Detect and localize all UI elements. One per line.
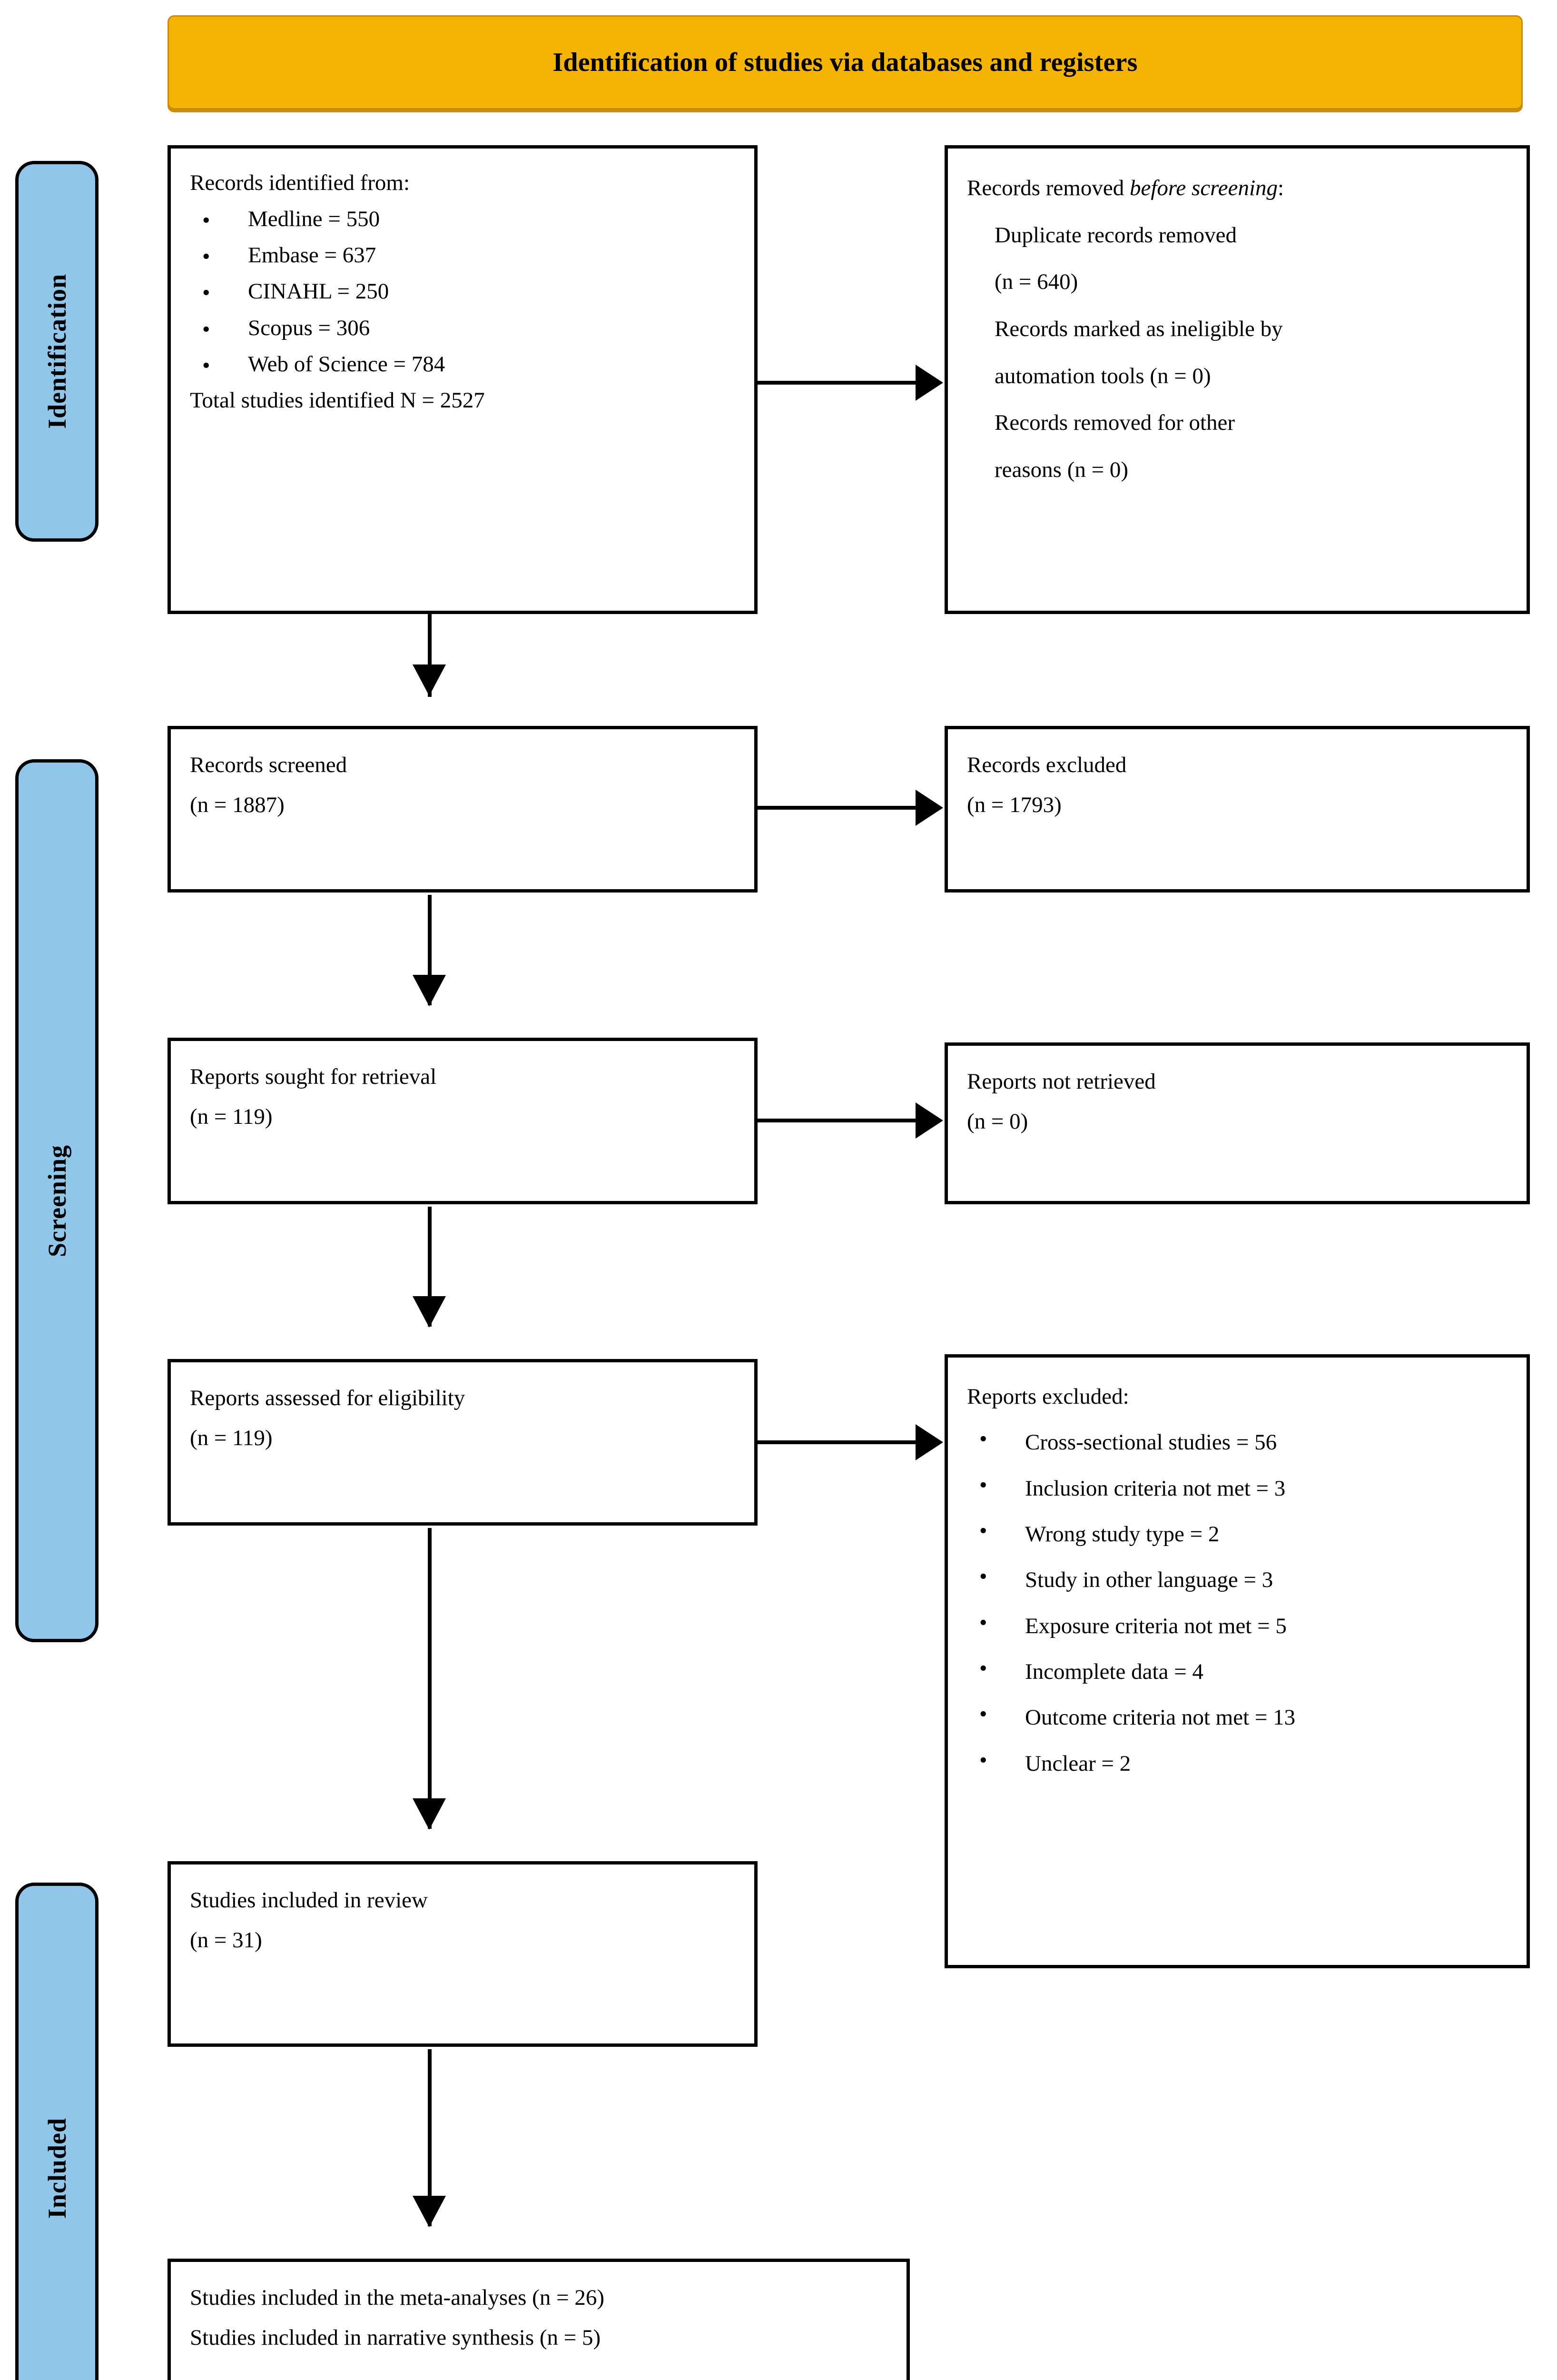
list-item: Medline = 550 <box>202 201 735 241</box>
studies-included-meta-analyses: Studies included in the meta-analyses (n… <box>190 2285 604 2310</box>
reports-sought-label: Reports sought for retrieval <box>190 1064 437 1089</box>
list-item: Duplicate records removed <box>995 222 1237 248</box>
records-identified-heading: Records identified from: <box>190 170 410 195</box>
records-excluded-label: Records excluded <box>967 753 1127 777</box>
list-item: CINAHL = 250 <box>202 273 735 313</box>
records-removed-heading-prefix: Records removed <box>967 176 1130 200</box>
box-records-excluded: Records excluded (n = 1793) <box>945 726 1530 892</box>
arrowhead-down-icon <box>413 1296 446 1328</box>
box-studies-included-in-syntheses: Studies included in the meta-analyses (n… <box>168 2259 910 2380</box>
connector-identified-to-removed <box>757 381 916 385</box>
records-removed-lines: Duplicate records removed (n = 640) Reco… <box>967 212 1508 494</box>
phase-label-included: Included <box>42 2117 71 2219</box>
records-identified-total: Total studies identified N = 2527 <box>190 387 485 413</box>
phase-label-screening: Screening <box>42 1144 71 1257</box>
connector-screened-to-sought <box>428 895 432 1005</box>
connector-identified-to-screened <box>428 614 432 697</box>
records-removed-heading-italic: before screening <box>1129 176 1278 200</box>
reports-excluded-heading: Reports excluded: <box>967 1384 1129 1409</box>
connector-screened-to-excluded <box>757 806 916 810</box>
diagram-banner: Identification of studies via databases … <box>168 15 1523 109</box>
banner-title: Identification of studies via databases … <box>552 48 1138 77</box>
list-item: Study in other language = 3 <box>979 1557 1508 1603</box>
connector-assessed-to-reports-excluded <box>757 1440 916 1444</box>
records-screened-count: (n = 1887) <box>190 792 285 817</box>
reports-not-retrieved-label: Reports not retrieved <box>967 1069 1156 1094</box>
reports-sought-count: (n = 119) <box>190 1104 273 1129</box>
list-item: (n = 640) <box>995 269 1078 295</box>
records-removed-heading-suffix: : <box>1278 176 1284 200</box>
arrowhead-down-icon <box>413 2196 446 2227</box>
phase-rail-identification: Identification <box>15 161 99 542</box>
arrowhead-down-icon <box>413 975 446 1006</box>
box-records-screened: Records screened (n = 1887) <box>168 726 758 892</box>
list-item: Records removed for other <box>995 410 1235 436</box>
reports-assessed-count: (n = 119) <box>190 1425 273 1450</box>
arrowhead-right-icon <box>916 790 943 826</box>
phase-rail-screening: Screening <box>15 759 99 1642</box>
list-item: Incomplete data = 4 <box>979 1649 1508 1695</box>
arrowhead-down-icon <box>413 664 446 696</box>
arrowhead-right-icon <box>916 365 943 401</box>
records-identified-source-list: Medline = 550 Embase = 637 CINAHL = 250 … <box>190 201 735 386</box>
reports-not-retrieved-count: (n = 0) <box>967 1109 1028 1134</box>
connector-sought-to-assessed <box>428 1207 432 1327</box>
list-item: Exposure criteria not met = 5 <box>979 1603 1508 1649</box>
connector-included-review-to-syntheses <box>428 2049 432 2226</box>
studies-included-review-label: Studies included in review <box>190 1888 428 1913</box>
list-item: Embase = 637 <box>202 237 735 277</box>
list-item: Scopus = 306 <box>202 310 735 350</box>
list-item: Wrong study type = 2 <box>979 1511 1508 1557</box>
box-reports-not-retrieved: Reports not retrieved (n = 0) <box>945 1042 1530 1204</box>
box-studies-included-in-review: Studies included in review (n = 31) <box>168 1861 758 2047</box>
box-reports-excluded: Reports excluded: Cross-sectional studie… <box>945 1354 1530 1968</box>
records-excluded-count: (n = 1793) <box>967 792 1062 817</box>
box-reports-assessed-for-eligibility: Reports assessed for eligibility (n = 11… <box>168 1359 758 1526</box>
box-reports-sought-for-retrieval: Reports sought for retrieval (n = 119) <box>168 1038 758 1204</box>
reports-excluded-reason-list: Cross-sectional studies = 56 Inclusion c… <box>967 1419 1508 1786</box>
list-item: Web of Science = 784 <box>202 346 735 386</box>
connector-sought-to-not-retrieved <box>757 1119 916 1122</box>
arrowhead-down-icon <box>413 1798 446 1830</box>
list-item: Records marked as ineligible by <box>995 317 1283 342</box>
list-item: automation tools (n = 0) <box>995 363 1211 388</box>
phase-rail-included: Included <box>15 1883 99 2380</box>
records-screened-label: Records screened <box>190 753 347 777</box>
arrowhead-right-icon <box>916 1102 943 1139</box>
phase-label-identification: Identification <box>42 273 71 429</box>
list-item: Inclusion criteria not met = 3 <box>979 1466 1508 1511</box>
list-item: Outcome criteria not met = 13 <box>979 1695 1508 1740</box>
connector-assessed-to-included-review <box>428 1528 432 1829</box>
list-item: Cross-sectional studies = 56 <box>979 1419 1508 1465</box>
studies-included-review-count: (n = 31) <box>190 1927 262 1953</box>
list-item: reasons (n = 0) <box>995 457 1129 483</box>
box-records-removed-before-screening: Records removed before screening: Duplic… <box>945 145 1530 614</box>
list-item: Unclear = 2 <box>979 1741 1508 1786</box>
records-removed-heading: Records removed before screening: <box>967 165 1508 212</box>
studies-included-narrative-synthesis: Studies included in narrative synthesis … <box>190 2325 601 2350</box>
box-records-identified: Records identified from: Medline = 550 E… <box>168 145 758 614</box>
reports-assessed-label: Reports assessed for eligibility <box>190 1386 465 1410</box>
arrowhead-right-icon <box>916 1424 943 1460</box>
